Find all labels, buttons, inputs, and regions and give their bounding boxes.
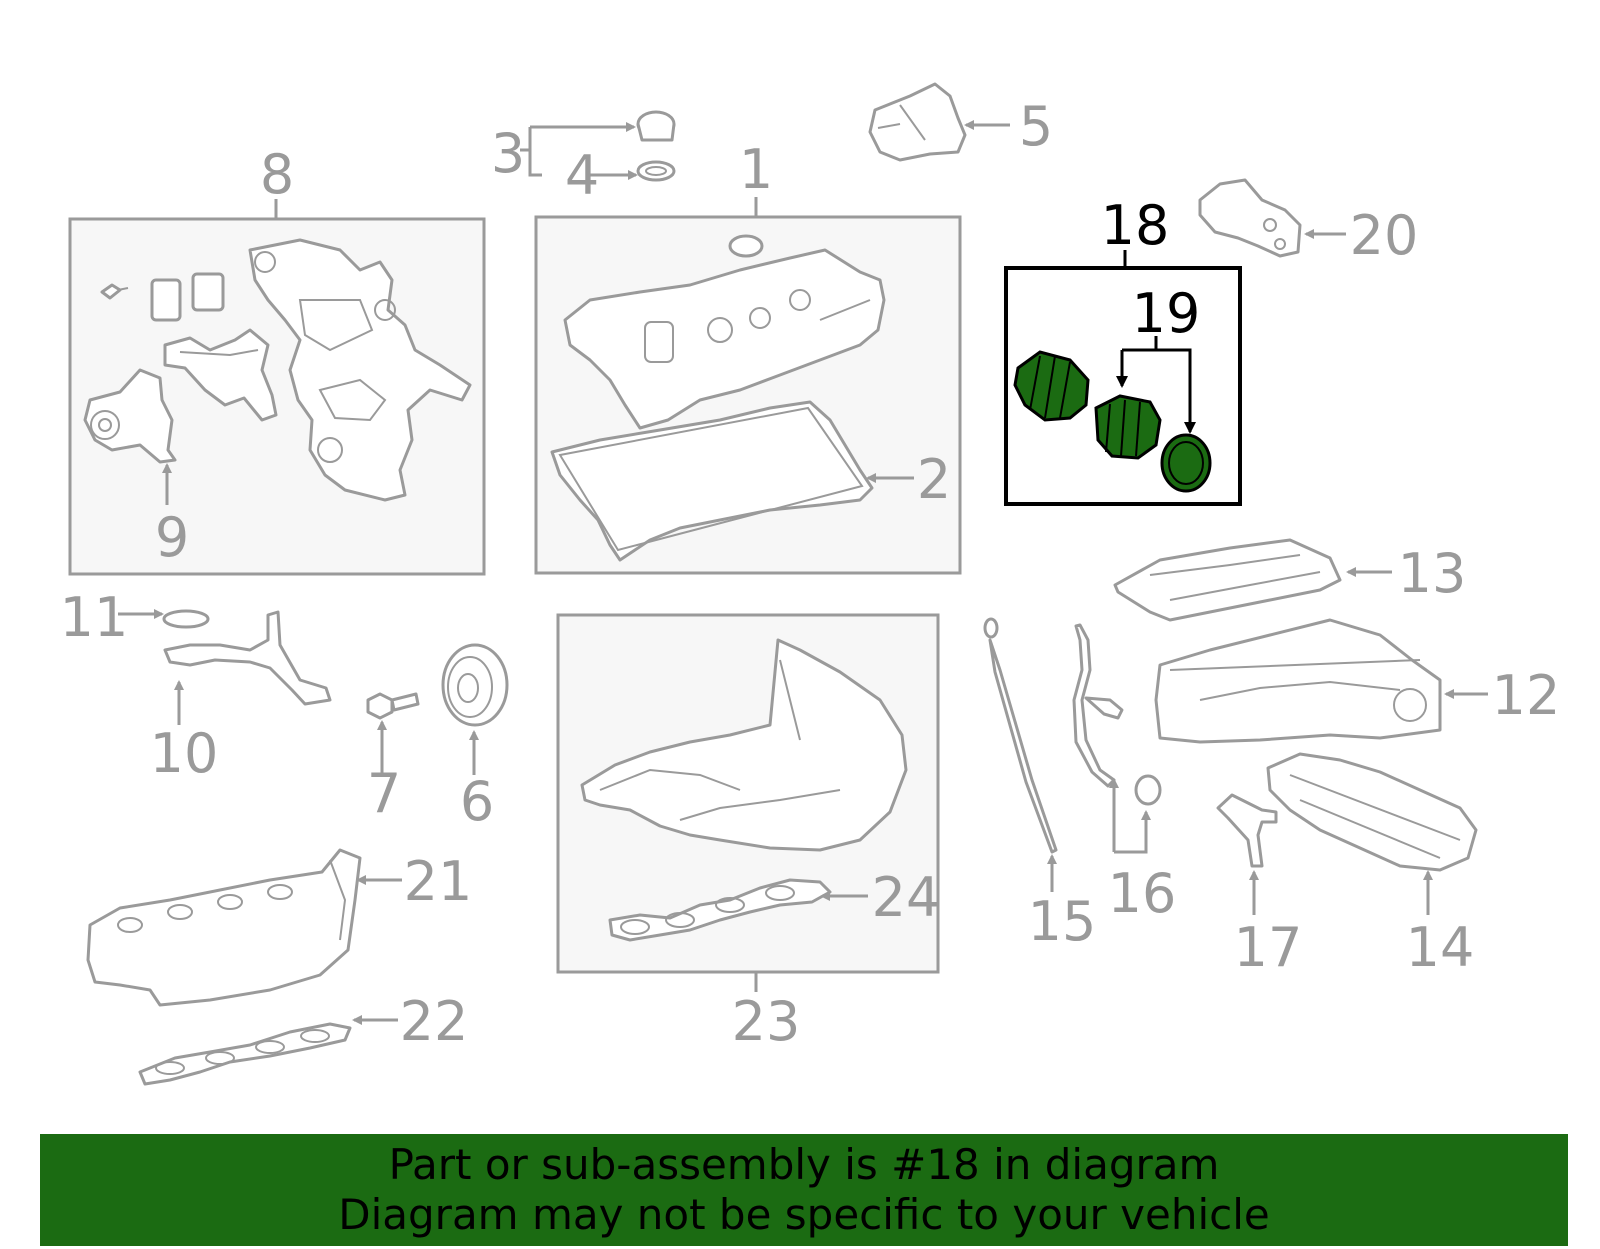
- gasket-plate-2: [191, 272, 225, 312]
- filter-element-part: [1094, 394, 1162, 460]
- gasket-plate-1: [150, 278, 182, 322]
- small-bolt-part: [100, 283, 129, 300]
- filter-housing-part: [1013, 350, 1090, 422]
- oil-pan-upper-part: [1154, 618, 1442, 744]
- callout-11: 11: [60, 586, 129, 649]
- callout-8: 8: [260, 143, 294, 206]
- banner-line-2: Diagram may not be specific to your vehi…: [338, 1190, 1270, 1239]
- dipstick-part: [983, 617, 1058, 854]
- bolt-part: [366, 692, 420, 720]
- callout-18: 18: [1101, 194, 1170, 257]
- filter-oring-part: [1160, 433, 1212, 493]
- callout-4: 4: [565, 144, 599, 207]
- group-box-18: [1004, 250, 1242, 506]
- callout-1: 1: [739, 138, 773, 201]
- valve-cover-gasket-part: [550, 400, 874, 562]
- oil-strainer-part: [162, 609, 332, 706]
- callout-2: 2: [917, 448, 951, 511]
- engine-cover-part: [868, 82, 967, 162]
- callout-21: 21: [404, 850, 473, 913]
- mount-bracket-part: [1198, 178, 1302, 258]
- banner-line-1: Part or sub-assembly is #18 in diagram: [388, 1140, 1220, 1189]
- callout-5: 5: [1019, 95, 1053, 158]
- group-box-23: [556, 613, 940, 992]
- tube-oring: [1134, 774, 1162, 806]
- callout-24: 24: [872, 866, 941, 929]
- callout-23: 23: [732, 990, 801, 1053]
- pulley-part: [441, 643, 509, 727]
- callout-14: 14: [1406, 916, 1475, 979]
- callout-16: 16: [1108, 862, 1177, 925]
- intake-manifold-part: [580, 638, 908, 852]
- filler-cap-gasket: [636, 160, 676, 182]
- water-pump-part: [83, 368, 177, 464]
- callout-20: 20: [1350, 204, 1419, 267]
- callout-13: 13: [1398, 542, 1467, 605]
- notice-banner: Part or sub-assembly is #18 in diagram D…: [40, 1134, 1568, 1246]
- oil-cap-seal-part: [728, 234, 764, 258]
- valve-cover-part: [563, 248, 886, 430]
- callout-15: 15: [1028, 890, 1097, 953]
- dipstick-tube-part: [1072, 623, 1162, 806]
- strainer-gasket: [162, 609, 210, 629]
- baffle-bracket-part: [1216, 793, 1278, 868]
- group-box-8: [68, 199, 486, 576]
- callout-7: 7: [367, 762, 401, 825]
- callout-17: 17: [1234, 916, 1303, 979]
- group-box-1: [534, 197, 962, 575]
- oil-filler-cap: [636, 110, 676, 182]
- callout-9: 9: [155, 506, 189, 569]
- engine-undercover-part: [1113, 538, 1342, 622]
- callout-22: 22: [400, 990, 469, 1053]
- callout-10: 10: [150, 722, 219, 785]
- exhaust-manifold-part: [86, 848, 362, 1007]
- timing-cover-part: [248, 238, 472, 502]
- gasket-part: [163, 328, 278, 422]
- callout-19: 19: [1132, 282, 1201, 345]
- callout-6: 6: [460, 770, 494, 833]
- oil-pan-lower-part: [1266, 752, 1478, 872]
- exhaust-gasket-part: [138, 1022, 352, 1086]
- callout-12: 12: [1492, 664, 1561, 727]
- callout-3: 3: [491, 122, 525, 185]
